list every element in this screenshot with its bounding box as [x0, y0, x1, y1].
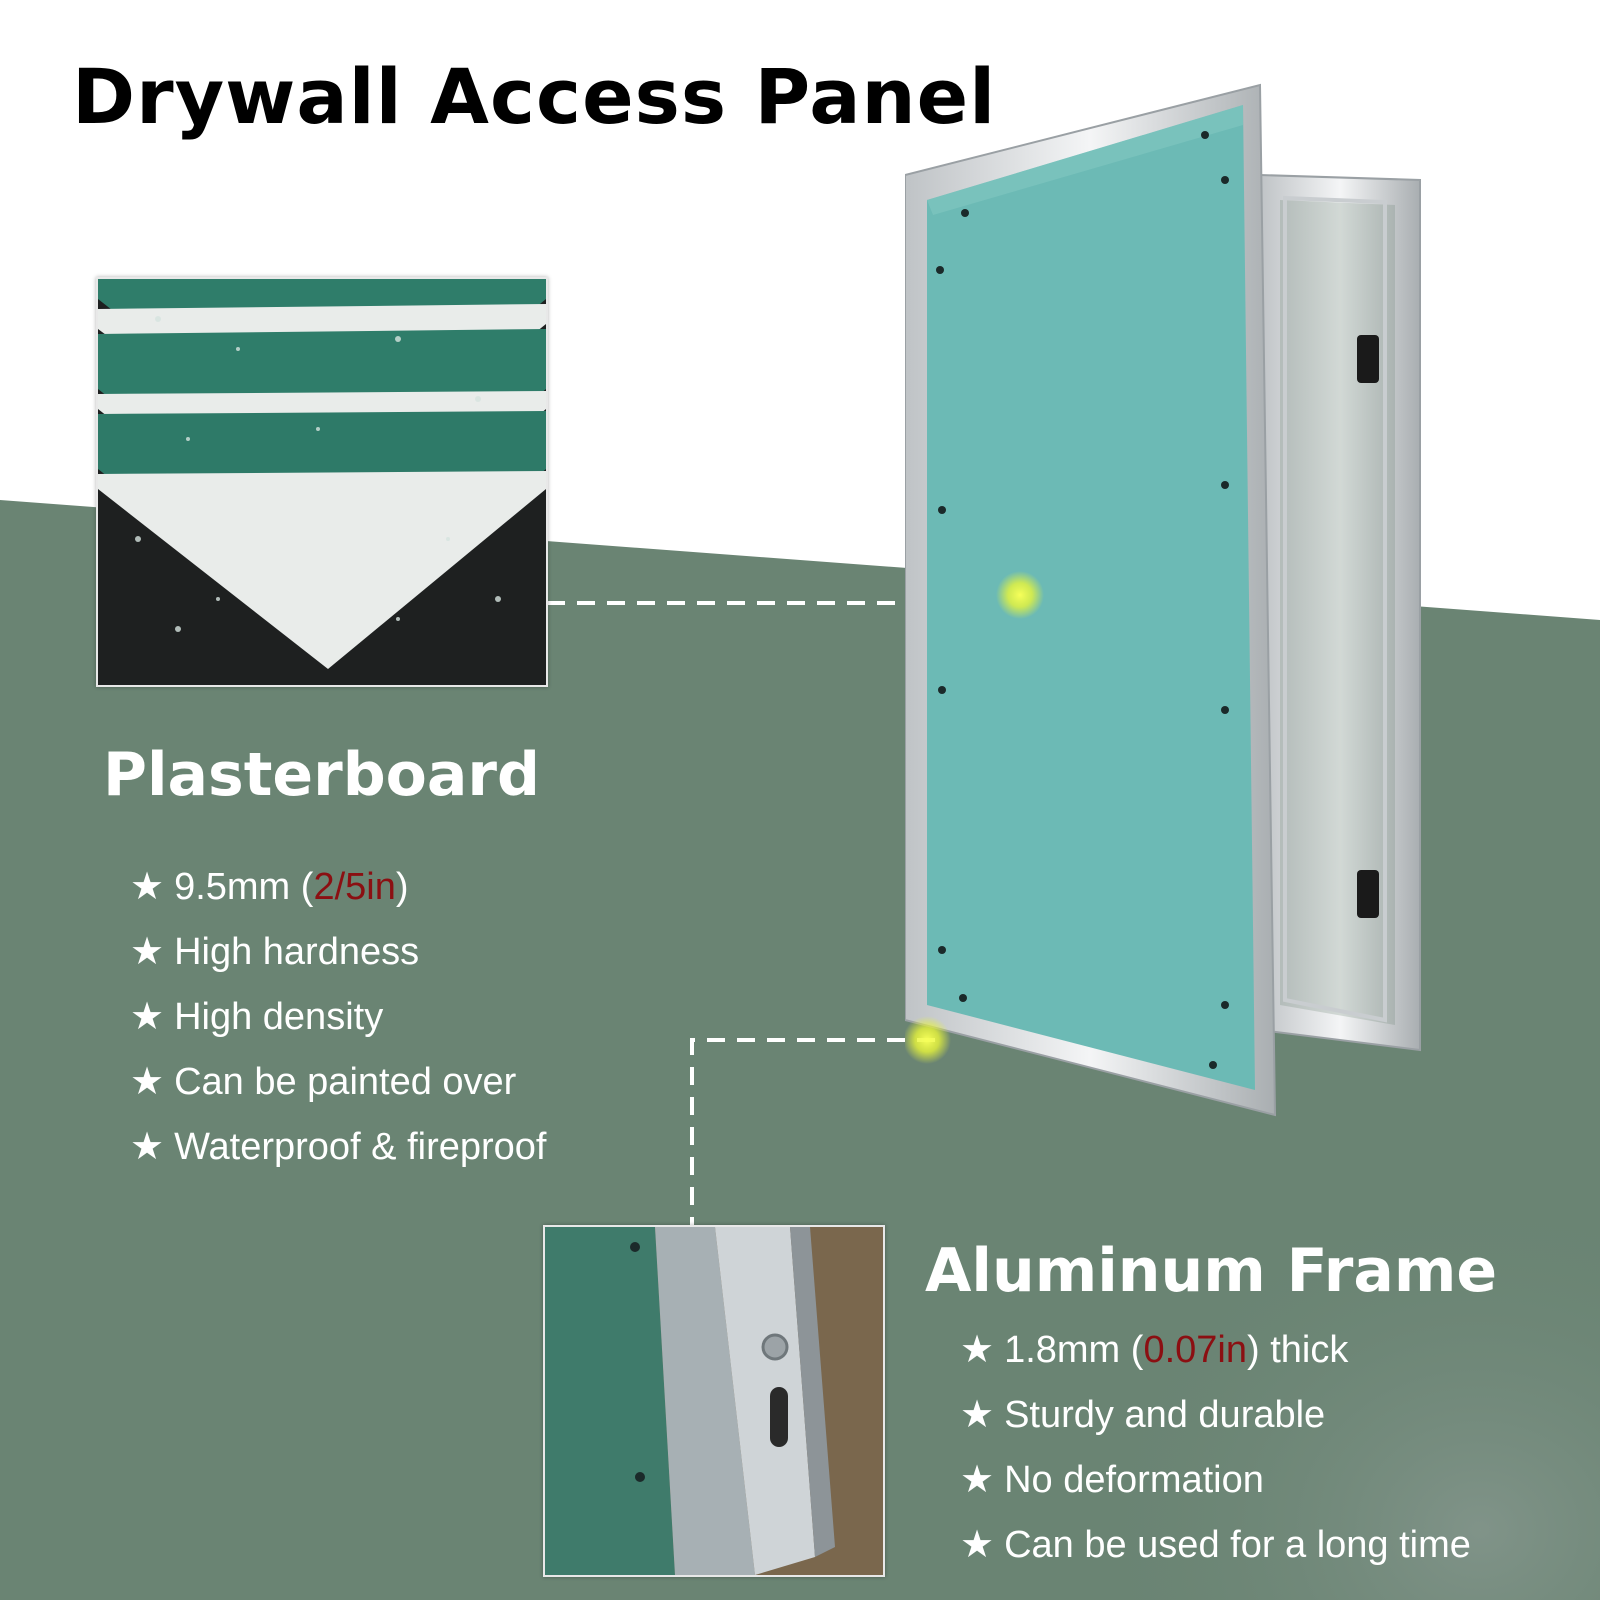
aluminum-frame-photo: [543, 1225, 885, 1577]
star-icon: ★: [960, 1524, 995, 1566]
aluminum-frame-heading: Aluminum Frame: [925, 1236, 1498, 1306]
feature-item: ★No deformation: [960, 1459, 1264, 1501]
feature-item: ★9.5mm (2/5in): [130, 866, 409, 908]
frame-marker: [903, 1016, 951, 1064]
feature-item: ★Waterproof & fireproof: [130, 1126, 547, 1168]
plasterboard-feature-list: ★9.5mm (2/5in) ★High hardness ★High dens…: [130, 855, 547, 1180]
star-icon: ★: [960, 1329, 995, 1371]
feature-item: ★Can be used for a long time: [960, 1524, 1471, 1566]
star-icon: ★: [960, 1394, 995, 1436]
star-icon: ★: [130, 931, 165, 973]
page-title: Drywall Access Panel: [72, 52, 997, 141]
feature-item: ★High density: [130, 996, 384, 1038]
access-panel-illustration: [903, 80, 1425, 1130]
connector-line-frame: [690, 1038, 935, 1225]
star-icon: ★: [130, 1061, 165, 1103]
plasterboard-marker: [996, 571, 1044, 619]
star-icon: ★: [130, 996, 165, 1038]
plasterboard-photo: [96, 277, 548, 687]
star-icon: ★: [960, 1459, 995, 1501]
feature-item: ★1.8mm (0.07in) thick: [960, 1329, 1349, 1371]
aluminum-feature-list: ★1.8mm (0.07in) thick ★Sturdy and durabl…: [960, 1318, 1471, 1578]
star-icon: ★: [130, 866, 165, 908]
plasterboard-heading: Plasterboard: [103, 740, 540, 810]
star-icon: ★: [130, 1126, 165, 1168]
feature-item: ★Sturdy and durable: [960, 1394, 1326, 1436]
feature-item: ★High hardness: [130, 931, 420, 973]
feature-item: ★Can be painted over: [130, 1061, 517, 1103]
